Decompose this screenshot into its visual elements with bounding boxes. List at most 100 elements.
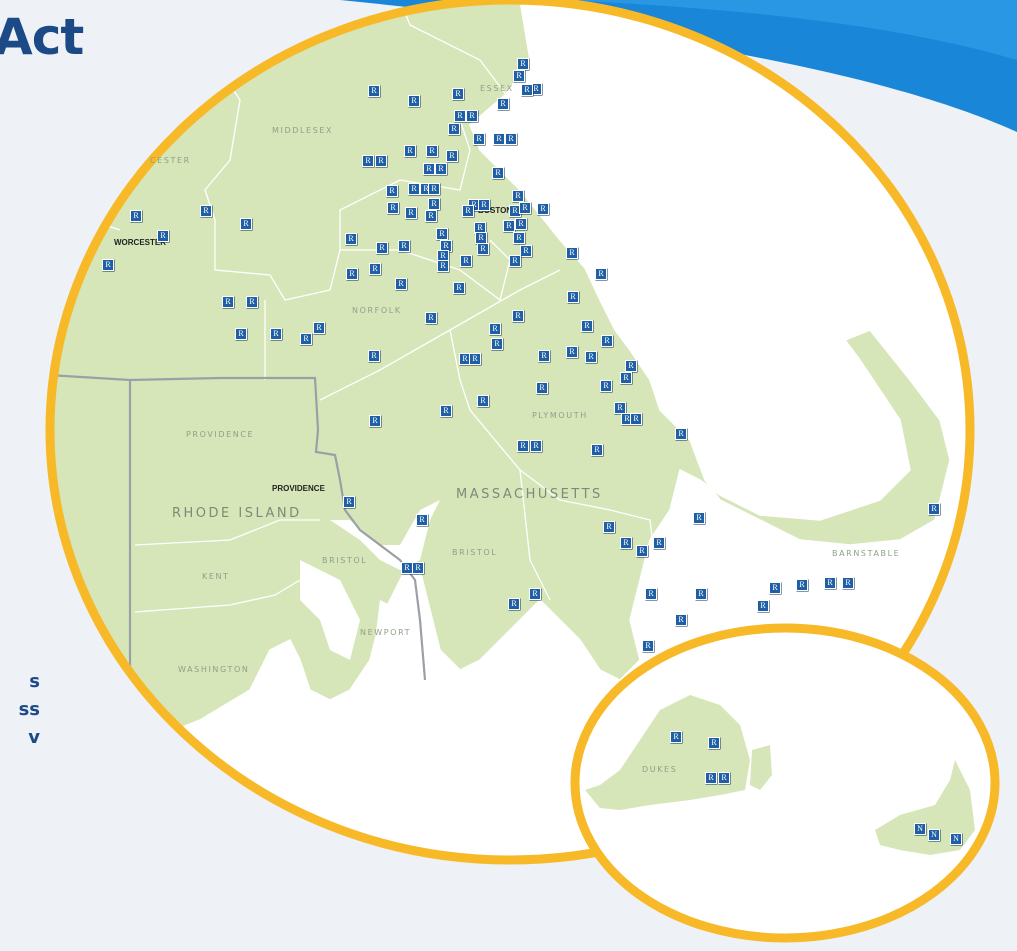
map-marker-r[interactable]: R xyxy=(369,415,381,427)
map-marker-r[interactable]: R xyxy=(405,207,417,219)
map-marker-r[interactable]: R xyxy=(368,350,380,362)
map-marker-r[interactable]: R xyxy=(346,268,358,280)
map-marker-r[interactable]: R xyxy=(769,582,781,594)
map-marker-r[interactable]: R xyxy=(452,88,464,100)
map-marker-r[interactable]: R xyxy=(466,110,478,122)
map-marker-r[interactable]: R xyxy=(538,350,550,362)
map-marker-r[interactable]: R xyxy=(509,255,521,267)
map-marker-r[interactable]: R xyxy=(536,382,548,394)
map-marker-r[interactable]: R xyxy=(453,282,465,294)
map-marker-r[interactable]: R xyxy=(630,413,642,425)
map-marker-r[interactable]: R xyxy=(376,242,388,254)
map-marker-r[interactable]: R xyxy=(425,312,437,324)
map-marker-r[interactable]: R xyxy=(708,737,720,749)
map-marker-r[interactable]: R xyxy=(520,245,532,257)
map-marker-r[interactable]: R xyxy=(473,133,485,145)
map-marker-r[interactable]: R xyxy=(408,95,420,107)
map-marker-r[interactable]: R xyxy=(489,323,501,335)
map-marker-r[interactable]: R xyxy=(368,85,380,97)
map-marker-r[interactable]: R xyxy=(446,150,458,162)
map-marker-r[interactable]: R xyxy=(440,405,452,417)
map-marker-r[interactable]: R xyxy=(270,328,282,340)
map-marker-r[interactable]: R xyxy=(515,218,527,230)
map-marker-n[interactable]: N xyxy=(928,829,940,841)
map-marker-r[interactable]: R xyxy=(416,514,428,526)
map-marker-r[interactable]: R xyxy=(636,545,648,557)
map-marker-r[interactable]: R xyxy=(670,731,682,743)
map-marker-r[interactable]: R xyxy=(519,202,531,214)
map-marker-r[interactable]: R xyxy=(513,70,525,82)
map-marker-r[interactable]: R xyxy=(566,247,578,259)
map-marker-r[interactable]: R xyxy=(645,588,657,600)
map-marker-r[interactable]: R xyxy=(675,614,687,626)
map-marker-r[interactable]: R xyxy=(517,58,529,70)
map-marker-r[interactable]: R xyxy=(796,579,808,591)
map-marker-r[interactable]: R xyxy=(497,98,509,110)
map-marker-r[interactable]: R xyxy=(675,428,687,440)
map-marker-r[interactable]: R xyxy=(567,291,579,303)
map-marker-r[interactable]: R xyxy=(492,167,504,179)
map-marker-r[interactable]: R xyxy=(718,772,730,784)
map-marker-r[interactable]: R xyxy=(620,372,632,384)
map-marker-r[interactable]: R xyxy=(517,440,529,452)
map-marker-r[interactable]: R xyxy=(386,185,398,197)
map-marker-r[interactable]: R xyxy=(369,263,381,275)
map-marker-r[interactable]: R xyxy=(642,640,654,652)
map-marker-r[interactable]: R xyxy=(521,84,533,96)
map-marker-r[interactable]: R xyxy=(693,512,705,524)
map-marker-r[interactable]: R xyxy=(425,210,437,222)
map-marker-r[interactable]: R xyxy=(345,233,357,245)
map-marker-r[interactable]: R xyxy=(505,133,517,145)
map-marker-r[interactable]: R xyxy=(222,296,234,308)
map-marker-r[interactable]: R xyxy=(130,210,142,222)
map-marker-r[interactable]: R xyxy=(603,521,615,533)
map-marker-r[interactable]: R xyxy=(408,183,420,195)
map-marker-r[interactable]: R xyxy=(566,346,578,358)
map-marker-r[interactable]: R xyxy=(529,588,541,600)
map-marker-r[interactable]: R xyxy=(928,503,940,515)
map-marker-r[interactable]: R xyxy=(478,199,490,211)
map-marker-r[interactable]: R xyxy=(157,230,169,242)
map-marker-r[interactable]: R xyxy=(600,380,612,392)
map-marker-r[interactable]: R xyxy=(695,588,707,600)
map-marker-r[interactable]: R xyxy=(477,243,489,255)
map-marker-r[interactable]: R xyxy=(454,110,466,122)
map-marker-r[interactable]: R xyxy=(428,183,440,195)
map-marker-r[interactable]: R xyxy=(437,260,449,272)
map-marker-r[interactable]: R xyxy=(477,395,489,407)
map-marker-r[interactable]: R xyxy=(313,322,325,334)
map-marker-r[interactable]: R xyxy=(343,496,355,508)
map-marker-r[interactable]: R xyxy=(842,577,854,589)
map-marker-r[interactable]: R xyxy=(235,328,247,340)
map-marker-r[interactable]: R xyxy=(491,338,503,350)
map-marker-r[interactable]: R xyxy=(595,268,607,280)
map-marker-r[interactable]: R xyxy=(435,163,447,175)
map-marker-r[interactable]: R xyxy=(428,198,440,210)
map-marker-r[interactable]: R xyxy=(395,278,407,290)
map-marker-r[interactable]: R xyxy=(375,155,387,167)
map-marker-r[interactable]: R xyxy=(398,240,410,252)
map-marker-n[interactable]: N xyxy=(914,823,926,835)
map-marker-r[interactable]: R xyxy=(705,772,717,784)
map-marker-n[interactable]: N xyxy=(950,833,962,845)
map-marker-r[interactable]: R xyxy=(513,232,525,244)
map-marker-r[interactable]: R xyxy=(426,145,438,157)
map-marker-r[interactable]: R xyxy=(246,296,258,308)
map-marker-r[interactable]: R xyxy=(601,335,613,347)
map-marker-r[interactable]: R xyxy=(240,218,252,230)
map-marker-r[interactable]: R xyxy=(460,255,472,267)
map-marker-r[interactable]: R xyxy=(387,202,399,214)
map-marker-r[interactable]: R xyxy=(436,228,448,240)
map-marker-r[interactable]: R xyxy=(200,205,212,217)
map-marker-r[interactable]: R xyxy=(581,320,593,332)
map-marker-r[interactable]: R xyxy=(362,155,374,167)
map-marker-r[interactable]: R xyxy=(300,333,312,345)
map-marker-r[interactable]: R xyxy=(614,402,626,414)
map-marker-r[interactable]: R xyxy=(512,310,524,322)
map-marker-r[interactable]: R xyxy=(423,163,435,175)
map-marker-r[interactable]: R xyxy=(620,537,632,549)
map-marker-r[interactable]: R xyxy=(503,220,515,232)
map-marker-r[interactable]: R xyxy=(448,123,460,135)
map-marker-r[interactable]: R xyxy=(591,444,603,456)
map-marker-r[interactable]: R xyxy=(824,577,836,589)
